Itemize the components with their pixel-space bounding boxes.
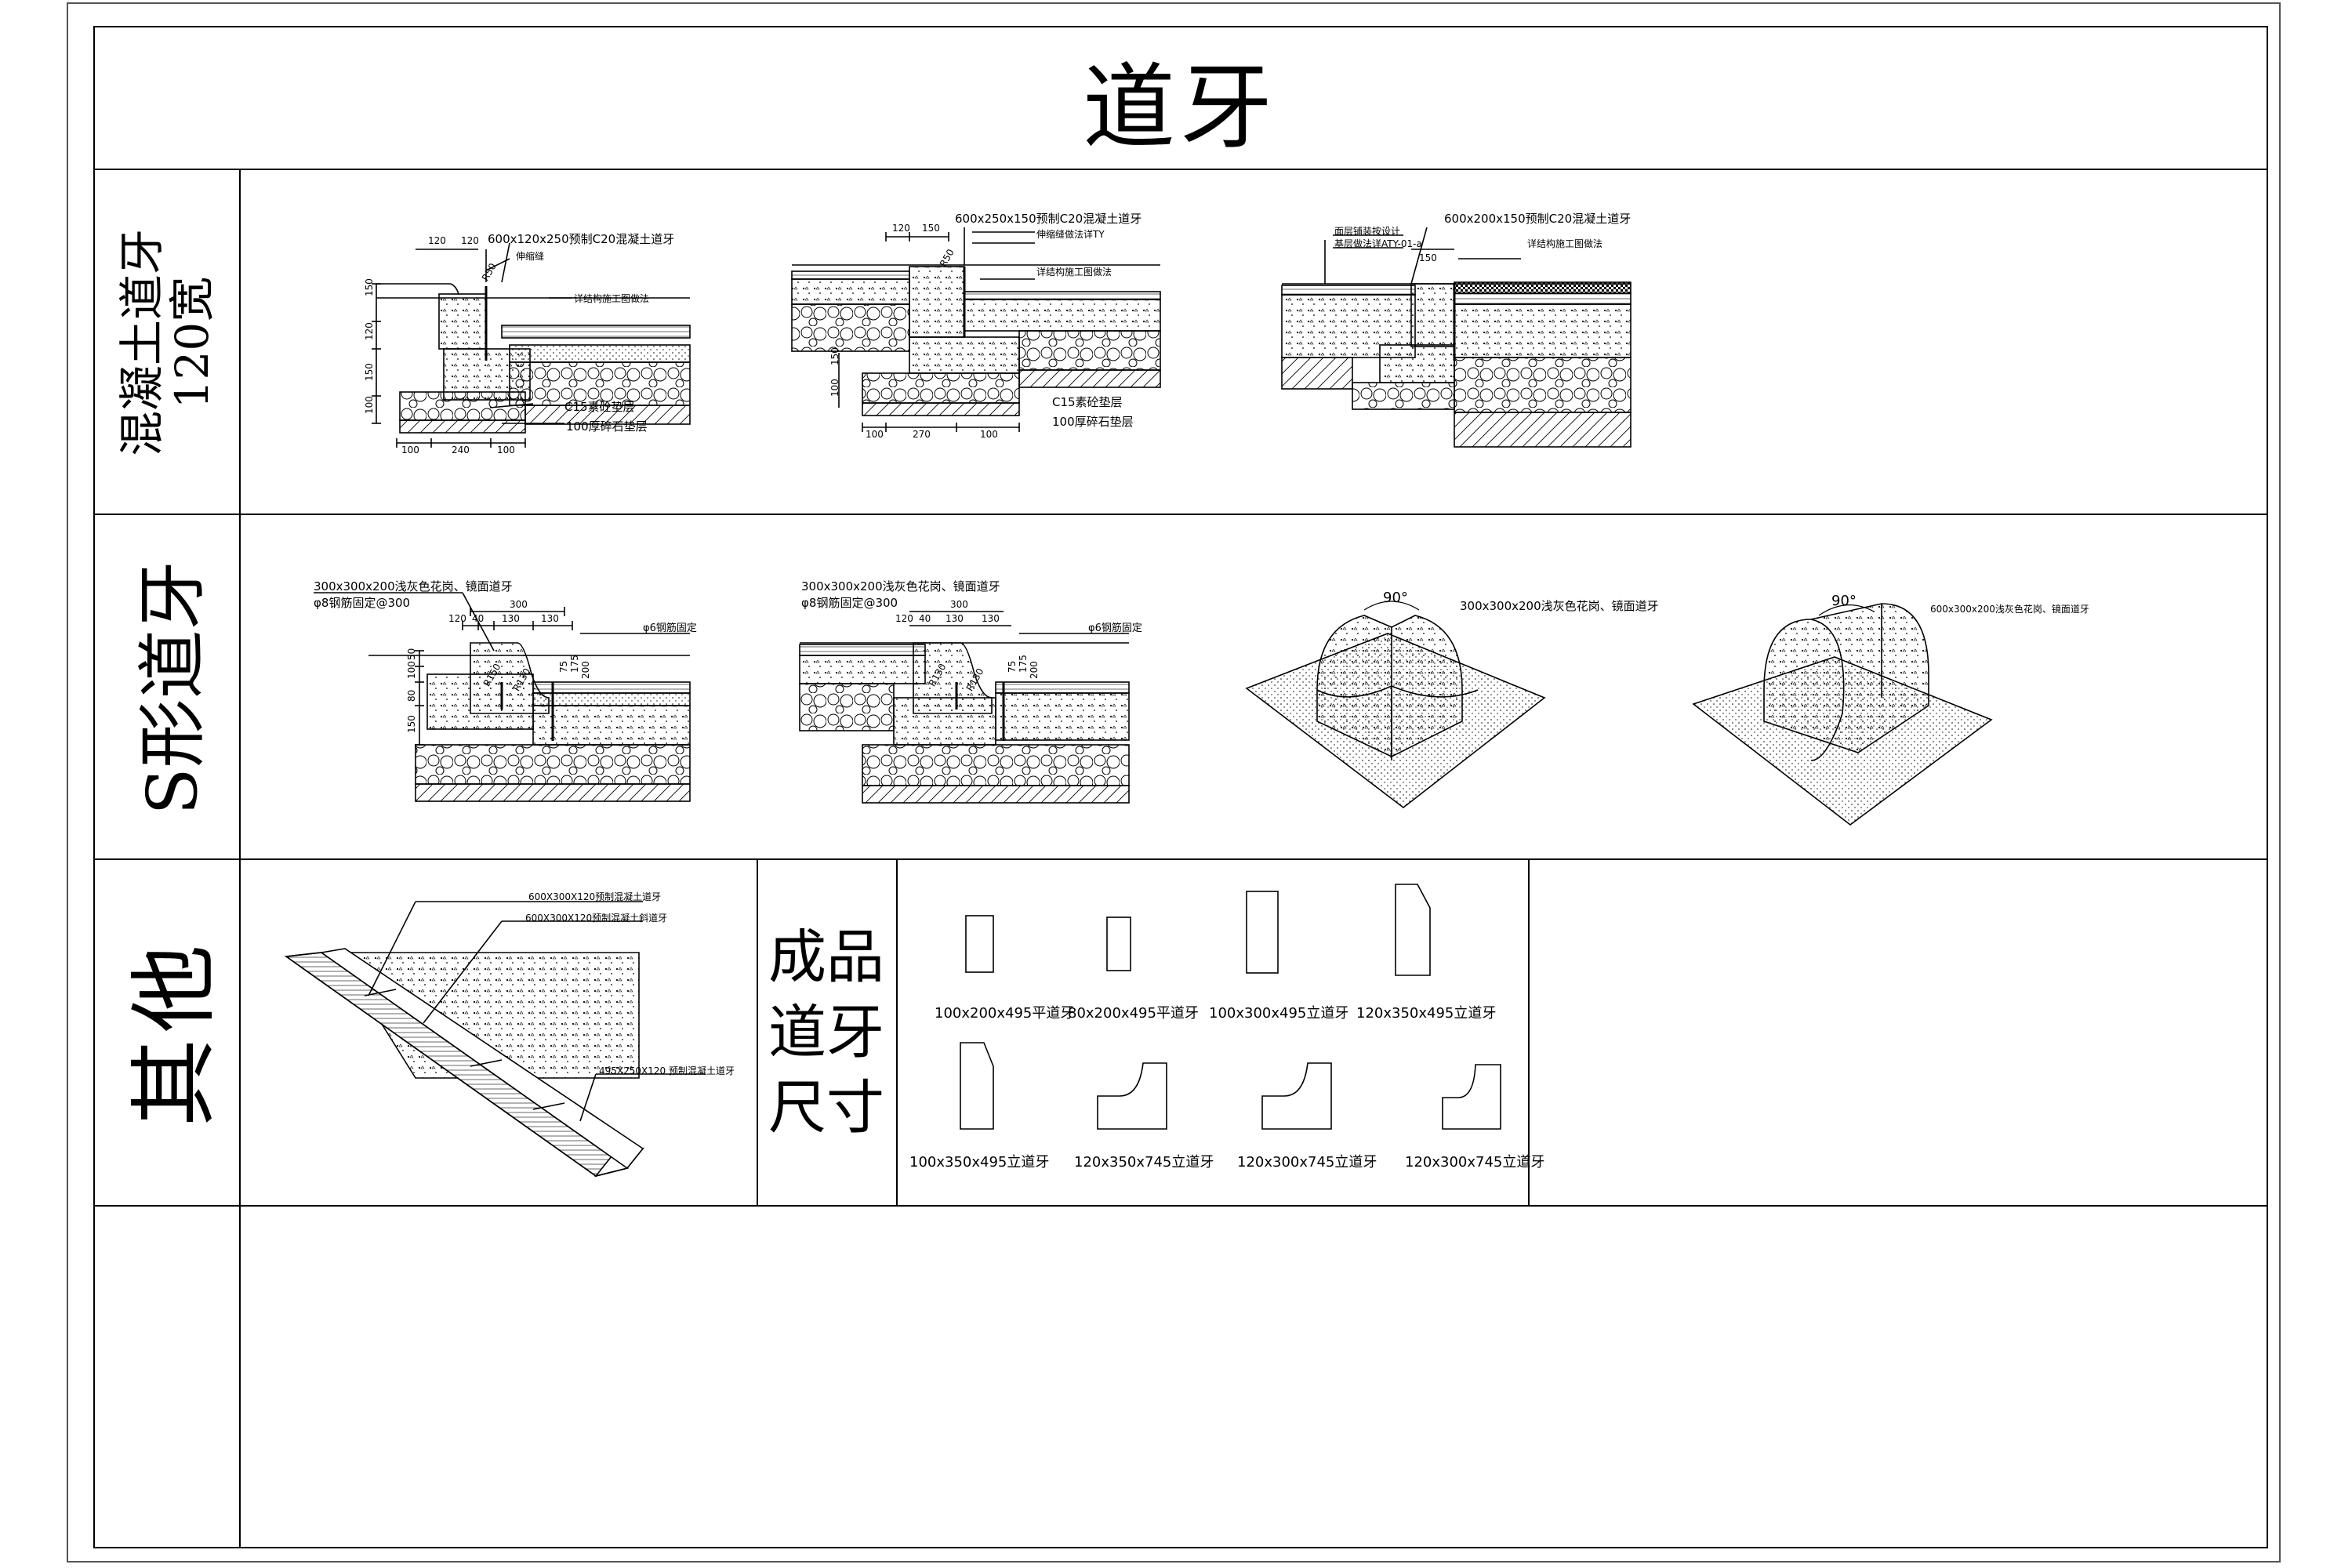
sdetail1-dim-right-3: 200 xyxy=(580,661,591,679)
sdetail2-dim-top-2: 40 xyxy=(919,613,931,624)
sdetail2-callout-anchor: φ8钢筋固定@300 xyxy=(801,596,898,610)
sdetail2-dim-top-3: 130 xyxy=(946,613,964,624)
detail3-callout-main: 600x200x150预制C20混凝土道牙 xyxy=(1444,212,1632,226)
product-caption-2: 80x200x495平道牙 xyxy=(1068,1005,1199,1022)
s-curb-corner-isometric-1 xyxy=(1245,601,1546,809)
sdetail2-dim-top-1: 120 xyxy=(895,613,913,624)
product-profiles xyxy=(960,884,1501,1130)
detail1-callout-c15: C15素砼垫层 xyxy=(564,400,635,414)
s-curb-section-detail-2 xyxy=(799,611,1130,804)
detail3-callout-paving: 详结构施工图做法 xyxy=(1527,238,1603,249)
product-caption-5: 100x350x495立道牙 xyxy=(909,1154,1050,1171)
detail1-dim-bottom-1: 100 xyxy=(401,445,419,456)
sdetail1-dim-left-3: 80 xyxy=(406,689,417,702)
detail1-callout-main: 600x120x250预制C20混凝土道牙 xyxy=(488,232,675,246)
detail1-dim-left-1: 150 xyxy=(364,278,375,296)
sdetail1-dim-top-3: 130 xyxy=(502,613,520,624)
product-caption-1: 100x200x495平道牙 xyxy=(935,1005,1075,1022)
detail1-dim-left-3: 150 xyxy=(364,363,375,381)
product-size-label-line1: 成品 xyxy=(768,924,884,991)
product-caption-6: 120x350x745立道牙 xyxy=(1074,1154,1214,1171)
detail2-dim-bottom-3: 100 xyxy=(980,429,998,440)
row-label-other: 其他 xyxy=(95,861,239,1204)
product-caption-8: 120x300x745立道牙 xyxy=(1405,1154,1545,1171)
sdetail1-dim-top-4: 130 xyxy=(541,613,559,624)
detail2-callout-joint: 伸缩缝做法详TY xyxy=(1036,229,1105,240)
other-callout-2: 600X300X120预制混凝土斜道牙 xyxy=(525,913,668,924)
sdetail1-dim-top-1: 120 xyxy=(448,613,466,624)
detail2-dim-bottom-2: 270 xyxy=(913,429,931,440)
detail2-callout-gravel: 100厚碎石垫层 xyxy=(1052,415,1134,429)
detail1-dim-top-2: 120 xyxy=(461,235,479,246)
row-label-s-curb-text: S形道牙 xyxy=(132,560,213,815)
product-size-label-line2: 道牙 xyxy=(768,999,884,1066)
sdetail2-dim-top-4: 130 xyxy=(982,613,1000,624)
detail2-dim-top-2: 150 xyxy=(922,223,940,234)
page-title: 道牙 xyxy=(1082,53,1277,162)
curb-section-detail-2 xyxy=(791,227,1161,432)
detail1-callout-joint: 伸缩缝 xyxy=(516,251,545,262)
row-label-concrete-curb-line1: 混凝土道牙 xyxy=(115,228,169,457)
sdetail2-callout-rebar: φ6钢筋固定 xyxy=(1088,622,1142,634)
row-label-concrete-curb-line2: 120宽 xyxy=(165,276,220,409)
sdetail1-dim-left-4: 150 xyxy=(406,715,417,733)
detail2-dim-left-2: 100 xyxy=(829,379,840,397)
detail3-callout-a: 面层铺装按设计 xyxy=(1334,226,1401,237)
detail3-dim-top-1: 150 xyxy=(1419,252,1437,263)
sdetail1-dim-right-1: 75 xyxy=(558,660,569,673)
sdetail2-dim-top-total: 300 xyxy=(950,599,968,610)
long-curb-isometric xyxy=(284,901,706,1178)
detail2-dim-left-1: 150 xyxy=(829,347,840,365)
product-caption-7: 120x300x745立道牙 xyxy=(1237,1154,1377,1171)
curb-section-detail-3 xyxy=(1281,227,1632,448)
sdetail1-callout-rebar: φ6钢筋固定 xyxy=(643,622,697,634)
detail2-dim-top-1: 120 xyxy=(892,223,910,234)
detail1-dim-left-2: 120 xyxy=(364,322,375,340)
iso1-callout: 300x300x200浅灰色花岗、镜面道牙 xyxy=(1460,599,1659,613)
sdetail1-dim-top-total: 300 xyxy=(510,599,528,610)
sdetail2-dim-right-3: 200 xyxy=(1029,661,1040,679)
detail1-callout-gravel: 100厚碎石垫层 xyxy=(566,419,648,434)
iso2-callout: 600x300x200浅灰色花岗、镜面道牙 xyxy=(1930,604,2089,615)
row-label-concrete-curb: 混凝土道牙 120宽 xyxy=(95,171,239,514)
iso1-angle: 90° xyxy=(1383,590,1408,606)
product-caption-4: 120x350x495立道牙 xyxy=(1356,1005,1497,1022)
detail1-dim-top-1: 120 xyxy=(428,235,446,246)
curb-section-detail-1 xyxy=(372,242,691,448)
detail2-callout-c15: C15素砼垫层 xyxy=(1052,395,1123,409)
sdetail1-callout-main: 300x300x200浅灰色花岗、镜面道牙 xyxy=(314,579,513,593)
detail2-callout-main: 600x250x150预制C20混凝土道牙 xyxy=(955,212,1142,226)
other-callout-3: 495X250X120 预制混凝土道牙 xyxy=(599,1065,735,1076)
sdetail1-dim-right-2: 175 xyxy=(569,655,580,673)
sdetail1-dim-top-2: 40 xyxy=(472,613,485,624)
detail2-dim-bottom-1: 100 xyxy=(866,429,884,440)
sdetail2-dim-right-2: 175 xyxy=(1018,655,1029,673)
detail1-dim-bottom-2: 240 xyxy=(452,445,470,456)
detail1-callout-paving: 详结构施工图做法 xyxy=(574,293,650,304)
detail1-dim-bottom-3: 100 xyxy=(497,445,515,456)
iso2-angle: 90° xyxy=(1831,593,1857,609)
sdetail1-dim-left-2: 100 xyxy=(406,661,417,679)
detail1-dim-left-4: 100 xyxy=(364,396,375,414)
other-callout-1: 600X300X120预制混凝土道牙 xyxy=(528,891,662,902)
sdetail1-callout-anchor: φ8钢筋固定@300 xyxy=(314,596,411,610)
sdetail2-dim-right-1: 75 xyxy=(1007,660,1018,673)
row-label-other-text: 其他 xyxy=(124,938,226,1127)
product-caption-3: 100x300x495立道牙 xyxy=(1209,1005,1349,1022)
sdetail2-callout-main: 300x300x200浅灰色花岗、镜面道牙 xyxy=(801,579,1000,593)
sdetail1-dim-left-1: 50 xyxy=(406,648,417,660)
detail3-callout-b: 基层做法详ATY-01-a xyxy=(1334,238,1422,249)
product-size-label-line3: 尺寸 xyxy=(768,1074,884,1142)
detail2-callout-paving: 详结构施工图做法 xyxy=(1036,267,1112,278)
s-curb-section-detail-1 xyxy=(314,592,691,802)
row-label-s-curb: S形道牙 xyxy=(95,516,239,859)
s-curb-straight-isometric-2 xyxy=(1692,603,1993,826)
product-size-label: 成品 道牙 尺寸 xyxy=(757,861,895,1204)
